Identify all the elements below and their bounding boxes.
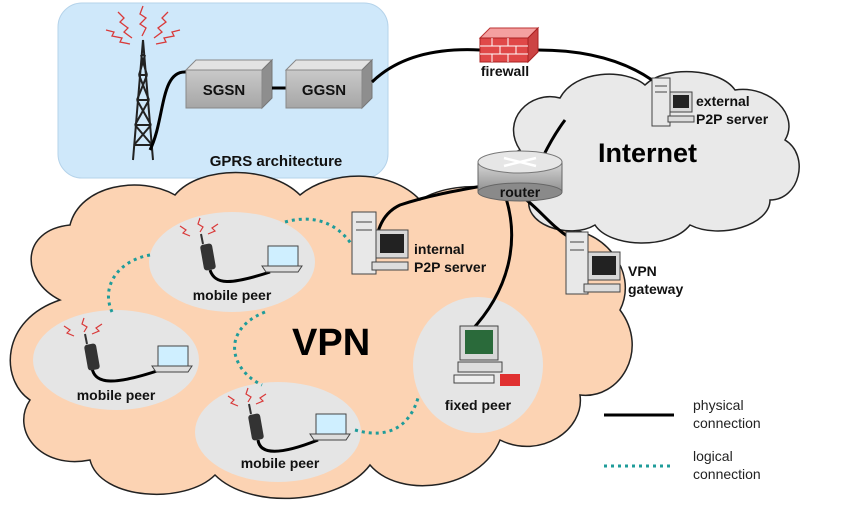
external-server-icon	[651, 77, 695, 127]
firewall-label: firewall	[481, 63, 529, 79]
mobile-phone-icon	[248, 403, 264, 441]
router-label: router	[500, 184, 541, 200]
router-icon	[477, 150, 563, 202]
internal-server-icon	[351, 211, 409, 275]
mobile-phone-icon	[200, 233, 216, 271]
mobile-peer-bottom-label: mobile peer	[241, 455, 320, 471]
legend: physical connection logical connection	[604, 397, 761, 482]
legend-physical-line1: physical	[693, 397, 744, 413]
logical-links	[106, 217, 420, 435]
internet-label: Internet	[598, 138, 697, 168]
peer-bubble-mobile-top	[149, 212, 315, 312]
legend-logical-line2: connection	[693, 466, 761, 482]
vpn-label: VPN	[292, 322, 370, 364]
vpn-gateway-label-line2: gateway	[628, 281, 683, 297]
laptop-icon	[309, 413, 351, 441]
gprs-architecture-label: GPRS architecture	[210, 153, 343, 170]
signal-waves-icon	[179, 217, 219, 237]
legend-physical-line2: connection	[693, 415, 761, 431]
signal-waves-icon	[63, 317, 103, 337]
mobile-peer-top: mobile peer	[179, 217, 303, 303]
gprs-region: SGSN GGSN GPRS architecture	[57, 2, 389, 179]
firewall-icon	[478, 26, 540, 64]
vpn-gateway-icon	[565, 231, 621, 295]
antenna-tower-icon	[132, 39, 154, 161]
vpn-gateway-label-line1: VPN	[628, 263, 657, 279]
peer-bubble-mobile-left	[33, 310, 199, 410]
internal-server-label-line2: P2P server	[414, 259, 487, 275]
sgsn-box: SGSN	[184, 58, 274, 110]
fixed-peer-label: fixed peer	[445, 397, 512, 413]
legend-logical-line1: logical	[693, 448, 733, 464]
mobile-peer-top-label: mobile peer	[193, 287, 272, 303]
external-server-label-line1: external	[696, 93, 750, 109]
mobile-peer-bottom: mobile peer	[227, 387, 351, 471]
laptop-icon	[261, 245, 303, 273]
sgsn-label: SGSN	[203, 82, 246, 99]
laptop-icon	[151, 345, 193, 373]
mobile-peer-left-label: mobile peer	[77, 387, 156, 403]
internal-server-label-line1: internal	[414, 241, 465, 257]
signal-waves-icon	[227, 387, 267, 407]
ggsn-box: GGSN	[284, 58, 374, 110]
radio-waves-icon	[105, 5, 181, 45]
peer-bubble-mobile-bottom	[195, 382, 361, 482]
external-server-label-line2: P2P server	[696, 111, 769, 127]
fixed-peer-computer-icon	[453, 325, 520, 386]
mobile-peer-left: mobile peer	[63, 317, 193, 403]
ggsn-label: GGSN	[302, 82, 346, 99]
mobile-phone-icon	[84, 333, 100, 371]
